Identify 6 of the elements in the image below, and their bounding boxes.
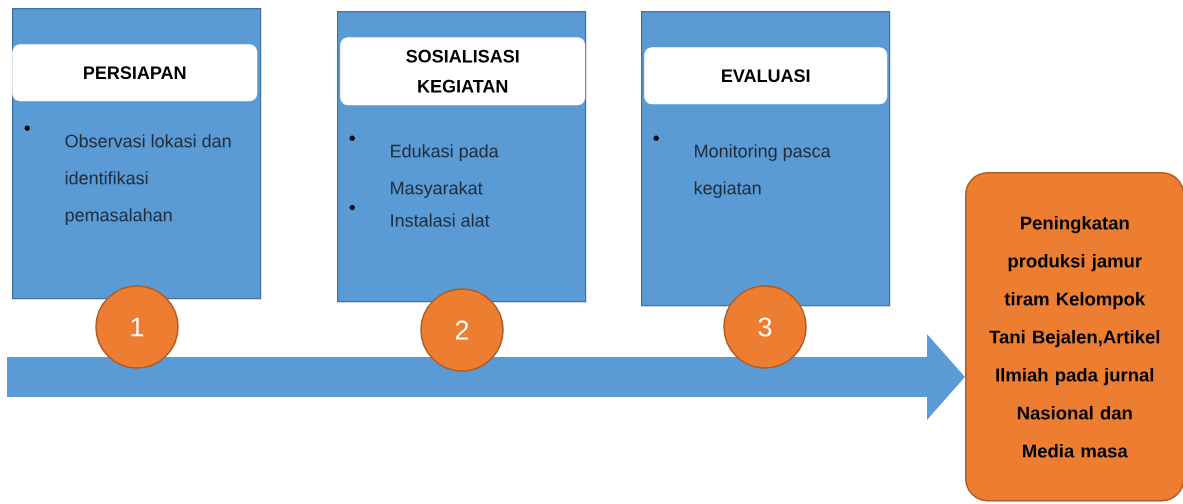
result-box: Peningkatan produksi jamur tiram Kelompok Tani Bejalen,Artikel Ilmiah pada jurnal Nasional dan Media masa: [965, 172, 1183, 502]
title-box: PERSIAPAN: [12, 44, 258, 102]
node-label: SOSIALISASI KEGIATAN: [406, 49, 519, 93]
node-label: PERSIAPAN: [84, 66, 186, 80]
title-box: EVALUASI: [644, 47, 888, 105]
title-box: SOSIALISASI KEGIATAN: [340, 37, 586, 106]
